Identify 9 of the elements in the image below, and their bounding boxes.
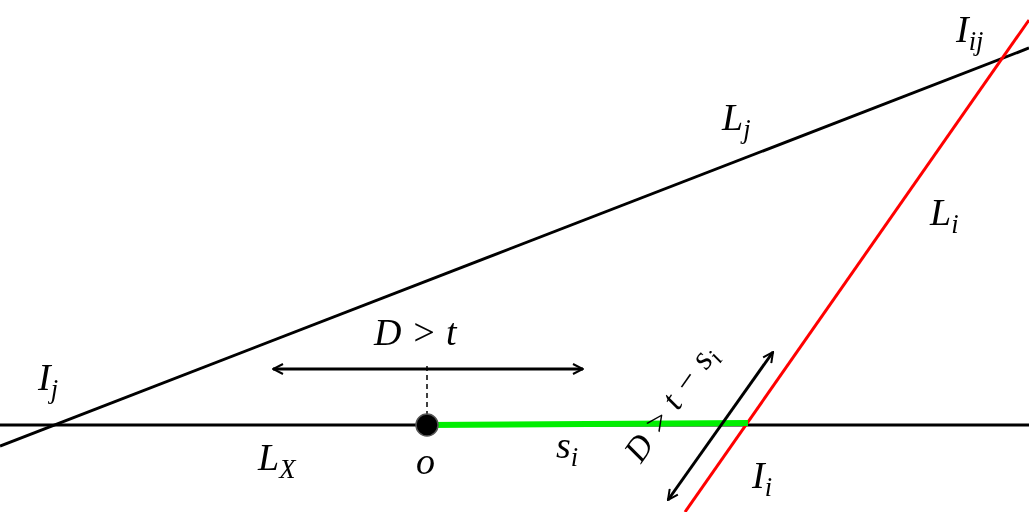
math-label: L$_{j}$	[722, 98, 751, 143]
math-label: s$_{i}$	[556, 426, 579, 471]
math-label: L$_{X}$	[258, 438, 296, 483]
math-label: I$_{ij}$	[956, 10, 984, 55]
math-label: I$_{j}$	[38, 358, 59, 403]
math-label: L$_{i}$	[930, 193, 959, 238]
math-label: I$_{i}$	[752, 456, 773, 501]
math-label: D > t	[374, 313, 457, 351]
math-label: o	[416, 442, 435, 480]
